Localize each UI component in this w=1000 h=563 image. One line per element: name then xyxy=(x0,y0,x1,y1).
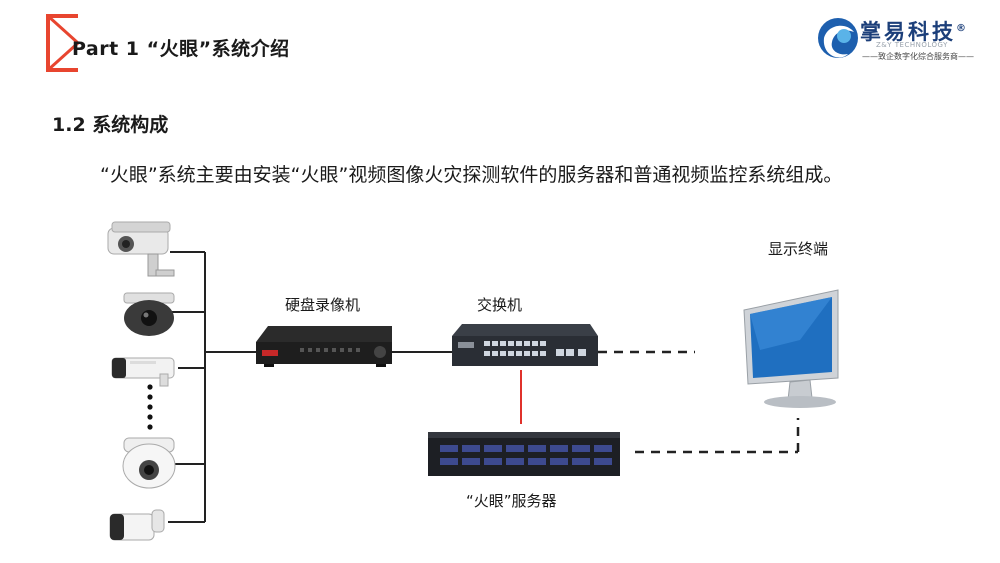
logo-name: 掌易科技® xyxy=(860,20,966,44)
header-bracket-icon xyxy=(46,14,81,72)
switch-device-icon xyxy=(452,324,598,366)
bullet-camera-large-icon xyxy=(107,221,175,277)
dvr-device-icon xyxy=(256,326,392,367)
bullet-camera-white-icon xyxy=(111,357,175,387)
dome-camera-dark-icon xyxy=(123,292,175,336)
company-logo-icon xyxy=(818,18,858,58)
section-title: 1.2 系统构成 xyxy=(52,114,169,136)
dome-camera-white-icon xyxy=(122,437,176,489)
camera-ellipsis-dots xyxy=(147,384,153,430)
switch-label: 交换机 xyxy=(477,296,523,314)
intro-text: “火眼”系统主要由安装“火眼”视频图像火灾探测软件的服务器和普通视频监控系统组成… xyxy=(100,164,843,186)
dashed-lines xyxy=(598,350,800,454)
dvr-label: 硬盘录像机 xyxy=(285,296,361,314)
logo-slogan: ——致企数字化综合服务商—— xyxy=(862,52,974,61)
server-label: “火眼”服务器 xyxy=(466,492,557,510)
display-terminal-label: 显示终端 xyxy=(768,240,829,258)
connector-lines xyxy=(168,251,452,523)
logo-english: Z&Y TECHNOLOGY xyxy=(876,41,948,49)
bullet-camera-small-icon xyxy=(109,509,165,541)
display-monitor-icon xyxy=(743,289,839,408)
page-title: Part 1 “火眼”系统介绍 xyxy=(72,38,290,60)
server-device-icon xyxy=(428,432,620,476)
